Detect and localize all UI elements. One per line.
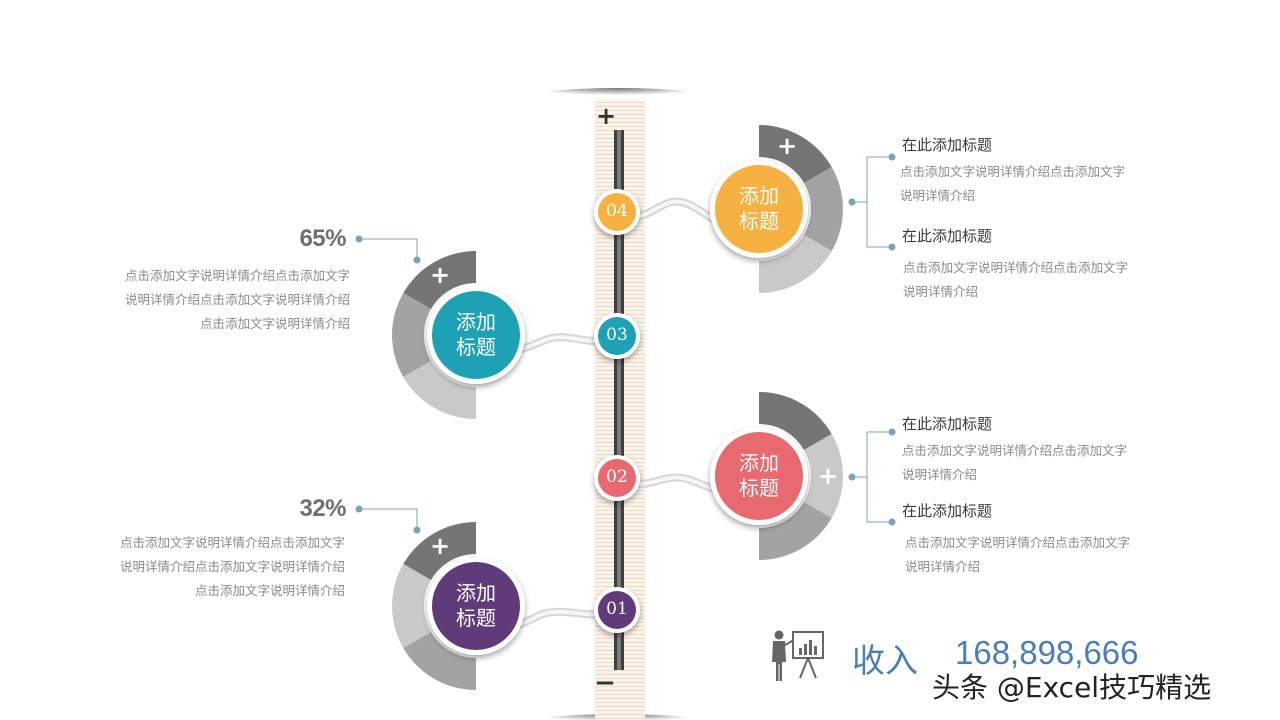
step-01-title: 添加标题 <box>456 581 496 630</box>
step-02-item-1-title: 在此添加标题 <box>902 415 993 433</box>
circle-step-04 <box>710 160 808 258</box>
arc-step-01 <box>392 522 476 690</box>
step-03-number: 03 <box>606 325 628 345</box>
timeline-minus-icon: − <box>594 668 616 698</box>
plus-icon: + <box>429 532 451 560</box>
step-01-number: 01 <box>606 599 628 619</box>
step-03-title: 添加标题 <box>456 310 496 359</box>
step-01-description: 点击添加文字说明详情介绍点击添加文字 说明详情介绍点击添加文字说明详情介绍 点击… <box>119 535 345 598</box>
step-02-item-1-description: 点击添加文字说明详情介绍点击添加文字 说明详情介绍 <box>902 443 1128 482</box>
revenue-label: 收入 <box>852 642 918 679</box>
node-02 <box>594 455 640 501</box>
circle-step-02 <box>710 427 808 525</box>
step-03-description: 点击添加文字说明详情介绍点击添加文字 说明详情介绍点击添加文字说明详情介绍 点击… <box>124 268 350 331</box>
plus-icon: + <box>429 261 451 289</box>
presenter-icon <box>772 630 824 681</box>
step-04-item-1-title: 在此添加标题 <box>902 136 993 154</box>
step-02-item-2-description: 点击添加文字说明详情介绍点击添加文字 说明详情介绍 <box>905 535 1131 574</box>
step-04-item-2-title: 在此添加标题 <box>902 227 993 245</box>
circle-step-01 <box>427 557 525 655</box>
step-02-title: 添加标题 <box>739 451 779 500</box>
step-03-percent: 65% <box>299 225 346 252</box>
step-04-number: 04 <box>606 201 628 221</box>
revenue-value: 168,898,666 <box>955 634 1139 671</box>
node-01 <box>594 587 640 633</box>
step-01-percent: 32% <box>299 495 346 522</box>
top-shadow <box>543 88 693 100</box>
arc-step-02 <box>759 392 843 560</box>
callout-step-02 <box>848 428 896 526</box>
step-04-title: 添加标题 <box>739 184 779 233</box>
watermark: 头条 @Excel技巧精选 <box>932 671 1212 704</box>
timeline-plus-icon: + <box>596 102 617 130</box>
arc-step-04 <box>759 125 843 293</box>
node-03 <box>594 313 640 359</box>
plus-icon: + <box>776 132 798 160</box>
plus-icon: + <box>817 462 839 490</box>
arc-step-03 <box>392 251 476 419</box>
step-02-number: 02 <box>606 467 628 487</box>
step-04-item-2-description: 点击添加文字说明详情介绍点击添加文字 说明详情介绍 <box>903 260 1129 299</box>
node-04 <box>594 189 640 235</box>
callout-step-03 <box>355 235 421 264</box>
step-04-item-1-description: 点击添加文字说明详情介绍点击添加文字 说明详情介绍 <box>900 164 1126 203</box>
step-02-item-2-title: 在此添加标题 <box>902 502 993 520</box>
callout-step-04 <box>848 153 896 251</box>
callout-step-01 <box>355 505 421 534</box>
circle-step-03 <box>427 286 525 384</box>
